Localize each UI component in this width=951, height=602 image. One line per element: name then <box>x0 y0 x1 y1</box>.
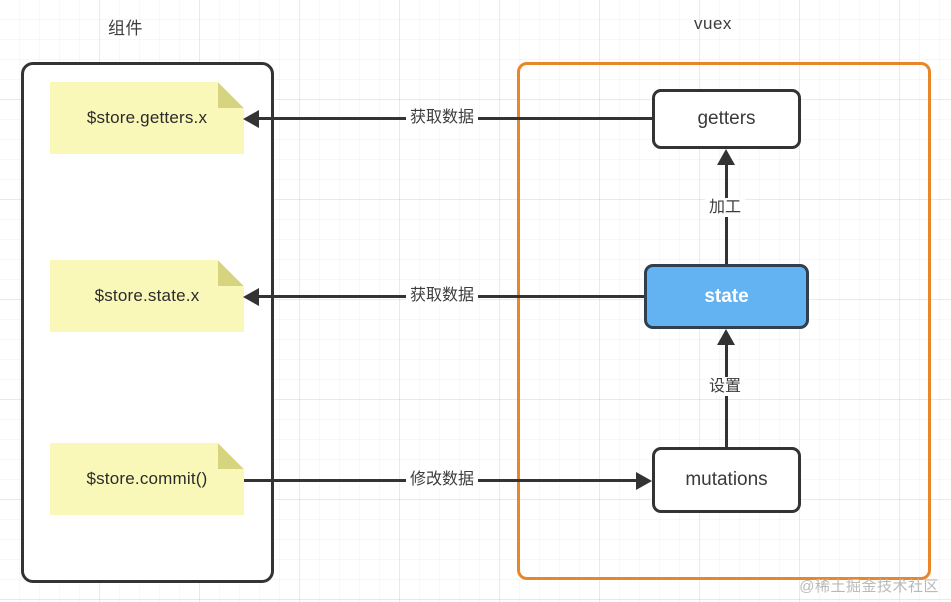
node-mutations[interactable]: mutations <box>652 447 801 513</box>
note-label: $store.getters.x <box>86 108 208 127</box>
node-state[interactable]: state <box>644 264 809 329</box>
watermark: @稀土掘金技术社区 <box>799 578 939 595</box>
edge-label-fetch-state: 获取数据 <box>406 286 479 305</box>
node-label: mutations <box>685 469 768 490</box>
note-label: $store.state.x <box>94 286 200 305</box>
note-store-getters[interactable]: $store.getters.x <box>50 82 244 154</box>
page-fold-icon <box>218 443 244 469</box>
arrowhead-up-icon <box>717 149 735 165</box>
node-label: state <box>704 285 749 307</box>
vuex-section-title: vuex <box>694 14 732 33</box>
edge-line-set <box>725 345 728 447</box>
arrowhead-left-icon <box>243 288 259 306</box>
arrowhead-up-icon <box>717 329 735 345</box>
edge-label-set: 设置 <box>705 377 746 396</box>
page-fold-icon <box>218 260 244 286</box>
note-store-commit[interactable]: $store.commit() <box>50 443 244 515</box>
node-label: getters <box>697 108 756 129</box>
note-label: $store.commit() <box>86 469 208 488</box>
edge-label-modify-data: 修改数据 <box>406 470 479 489</box>
arrowhead-right-icon <box>636 472 652 490</box>
arrowhead-left-icon <box>243 110 259 128</box>
component-section-title: 组件 <box>108 19 143 38</box>
edge-label-process: 加工 <box>705 198 746 217</box>
node-getters[interactable]: getters <box>652 89 801 149</box>
note-store-state[interactable]: $store.state.x <box>50 260 244 332</box>
vuex-container <box>517 62 931 580</box>
page-fold-icon <box>218 82 244 108</box>
edge-label-fetch-getters: 获取数据 <box>406 108 479 127</box>
